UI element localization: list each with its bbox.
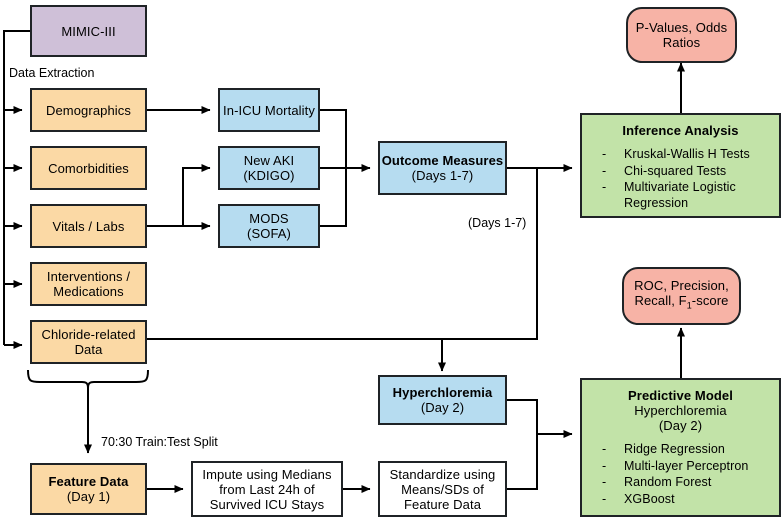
node-standardize-line1: Standardize using	[389, 466, 496, 482]
node-comorbidities[interactable]: Comorbidities	[30, 146, 147, 190]
node-impute-medians[interactable]: Impute using Medians from Last 24h of Su…	[191, 461, 343, 517]
node-vitals-labs[interactable]: Vitals / Labs	[30, 204, 147, 248]
predictive-model-list: - Ridge Regression - Multi-layer Percept…	[588, 442, 783, 508]
node-mods-line1: MODS	[249, 211, 289, 226]
node-vitals-labs-label: Vitals / Labs	[52, 218, 125, 234]
node-standardize-line2: Means/SDs of	[401, 481, 484, 497]
node-inference-output-line1: P-Values, Odds	[635, 20, 728, 35]
list-item-label: Multivariate Logistic Regression	[624, 180, 736, 210]
node-mods-sofa[interactable]: MODS (SOFA)	[218, 204, 320, 248]
list-item: - Multivariate Logistic Regression	[602, 180, 783, 211]
node-outcome-measures[interactable]: Outcome Measures (Days 1-7)	[378, 141, 507, 195]
edge-label-days-1-7: (Days 1-7)	[468, 216, 527, 230]
node-mimic-iii[interactable]: MIMIC-III	[30, 5, 147, 57]
bullet-dash: -	[602, 163, 607, 178]
list-item-label: XGBoost	[624, 491, 675, 506]
node-inference-analysis[interactable]: Inference Analysis - Kruskal-Wallis H Te…	[580, 113, 781, 218]
node-mimic-iii-label: MIMIC-III	[61, 23, 116, 39]
bullet-dash: -	[602, 442, 607, 456]
node-standardize-line3: Feature Data	[403, 496, 482, 512]
bullet-dash: -	[602, 475, 607, 489]
node-feature-data[interactable]: Feature Data (Day 1)	[30, 463, 147, 515]
model-output-recall-text: Recall, F	[634, 293, 687, 309]
node-interventions-medications[interactable]: Interventions / Medications	[30, 262, 147, 306]
bullet-dash: -	[602, 147, 607, 161]
node-impute-line1: Impute using Medians	[202, 466, 332, 482]
node-predictive-model-sub1: Hyperchloremia	[634, 403, 727, 418]
node-feature-data-title: Feature Data	[48, 474, 129, 489]
node-inference-output-line2: Ratios	[662, 35, 701, 50]
node-hyperchloremia-title: Hyperchloremia	[392, 385, 493, 400]
node-in-icu-mortality-label: In-ICU Mortality	[223, 102, 315, 118]
node-mods-line2: (SOFA)	[247, 226, 291, 241]
node-interventions-line1: Interventions /	[46, 269, 131, 284]
node-predictive-model[interactable]: Predictive Model Hyperchloremia (Day 2) …	[580, 378, 781, 517]
node-new-aki-line2: (KDIGO)	[243, 168, 295, 183]
node-comorbidities-label: Comorbidities	[48, 160, 129, 176]
edge-label-data-extraction: Data Extraction	[9, 66, 95, 80]
node-interventions-line2: Medications	[53, 284, 124, 299]
node-standardize[interactable]: Standardize using Means/SDs of Feature D…	[378, 461, 507, 517]
node-demographics-label: Demographics	[45, 102, 131, 118]
node-inference-output[interactable]: P-Values, Odds Ratios	[626, 7, 737, 63]
list-item: - XGBoost	[602, 492, 783, 508]
node-chloride-related-data[interactable]: Chloride-related Data	[30, 320, 147, 364]
model-output-score-text: -score	[691, 293, 729, 309]
list-item-label: Multi-layer Perceptron	[624, 458, 749, 473]
node-demographics[interactable]: Demographics	[30, 88, 147, 132]
list-item: - Random Forest	[602, 475, 783, 491]
bullet-dash: -	[602, 180, 607, 194]
list-item-label: Random Forest	[624, 475, 712, 489]
node-predictive-model-sub2: (Day 2)	[658, 418, 703, 433]
node-new-aki-kdigo[interactable]: New AKI (KDIGO)	[218, 146, 320, 190]
node-impute-line2: from Last 24h of	[219, 481, 315, 497]
node-hyperchloremia[interactable]: Hyperchloremia (Day 2)	[378, 375, 507, 425]
node-outcome-measures-sub: (Days 1-7)	[411, 168, 474, 183]
node-model-output-line1: ROC, Precision,	[634, 278, 729, 294]
inference-method-list: - Kruskal-Wallis H Tests - Chi-squared T…	[588, 147, 783, 212]
node-outcome-measures-title: Outcome Measures	[381, 153, 504, 168]
bullet-dash: -	[602, 491, 607, 506]
node-model-output[interactable]: ROC, Precision, Recall, F1-score	[622, 267, 741, 325]
list-item: - Ridge Regression	[602, 442, 783, 458]
edge-label-train-test-split: 70:30 Train:Test Split	[101, 435, 218, 449]
node-inference-analysis-title: Inference Analysis	[622, 123, 739, 138]
node-hyperchloremia-sub: (Day 2)	[420, 400, 465, 415]
list-item: - Chi-squared Tests	[602, 164, 783, 180]
node-in-icu-mortality[interactable]: In-ICU Mortality	[218, 88, 320, 132]
list-item-label: Chi-squared Tests	[624, 163, 727, 178]
node-model-output-line2: Recall, F1-score	[634, 293, 728, 314]
model-output-f1-subscript: 1	[686, 300, 692, 311]
node-predictive-model-title: Predictive Model	[628, 388, 733, 403]
node-chloride-line1: Chloride-related	[41, 327, 136, 342]
node-chloride-line2: Data	[74, 342, 103, 357]
list-item-label: Ridge Regression	[624, 442, 725, 456]
list-item: - Multi-layer Perceptron	[602, 459, 783, 475]
list-item: - Kruskal-Wallis H Tests	[602, 147, 783, 163]
node-impute-line3: Survived ICU Stays	[209, 496, 325, 512]
node-new-aki-line1: New AKI	[243, 153, 295, 168]
list-item-label: Kruskal-Wallis H Tests	[624, 147, 750, 161]
node-feature-data-sub: (Day 1)	[66, 489, 111, 504]
bullet-dash: -	[602, 458, 607, 473]
